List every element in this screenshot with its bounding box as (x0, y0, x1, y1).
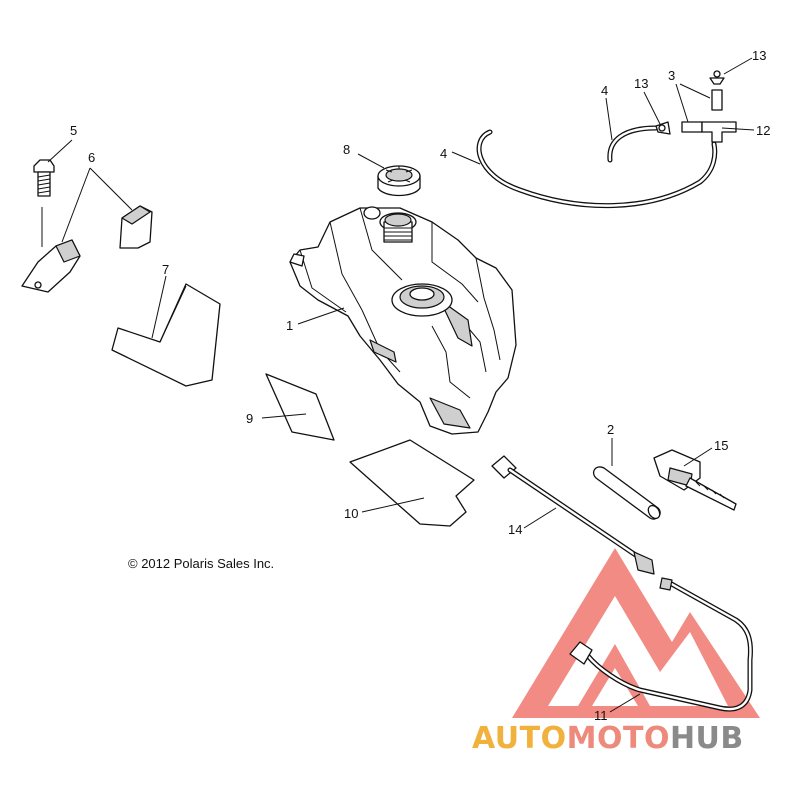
callout-15: 15 (714, 438, 728, 453)
heat-shield (111, 283, 221, 387)
wordmark-moto: MOTO (567, 721, 670, 756)
callout-12: 12 (756, 123, 770, 138)
vent-hose (476, 125, 718, 209)
bolt (33, 159, 55, 247)
callout-4a: 4 (601, 83, 608, 98)
callout-2: 2 (607, 422, 614, 437)
pad (265, 373, 335, 441)
fuel-line (491, 455, 655, 575)
callout-11: 11 (594, 708, 608, 723)
fuel-cap (377, 165, 421, 197)
vent-fittings (655, 70, 737, 143)
callout-10: 10 (344, 506, 358, 521)
bracket-left (21, 239, 81, 293)
leader-lines (47, 57, 755, 713)
fuel-tank (289, 206, 517, 435)
clamp (653, 449, 737, 511)
callout-6: 6 (88, 150, 95, 165)
wordmark-auto: AUTO (472, 721, 567, 756)
callout-9: 9 (246, 411, 253, 426)
callout-13a: 13 (634, 76, 648, 91)
bracket-right (119, 205, 153, 249)
callout-4b: 4 (440, 146, 447, 161)
callout-3: 3 (668, 68, 675, 83)
callout-8: 8 (343, 142, 350, 157)
sleeve (592, 466, 661, 520)
callout-13b: 13 (752, 48, 766, 63)
callout-7: 7 (162, 262, 169, 277)
copyright-notice: © 2012 Polaris Sales Inc. (128, 556, 274, 571)
lower-pad (349, 439, 475, 527)
automotohub-wordmark: AUTOMOTOHUB (472, 721, 744, 756)
callout-labels: 1 2 3 4 4 5 6 7 8 9 10 11 12 13 13 14 15 (70, 48, 770, 723)
automotohub-logo (512, 548, 760, 718)
callout-5: 5 (70, 123, 77, 138)
callout-1: 1 (286, 318, 293, 333)
callout-14: 14 (508, 522, 522, 537)
fuel-hose-assembly (569, 577, 753, 712)
wordmark-hub: HUB (670, 721, 744, 756)
